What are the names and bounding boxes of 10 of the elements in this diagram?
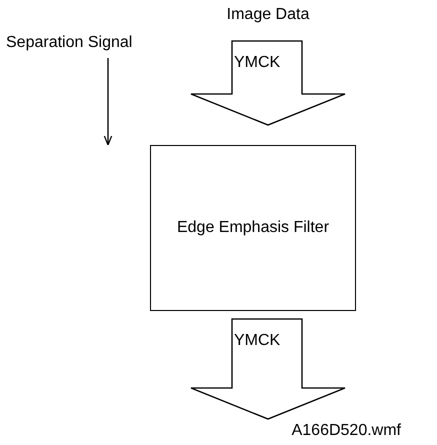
box-label: Edge Emphasis Filter xyxy=(176,219,330,237)
input-label: Image Data xyxy=(226,6,310,24)
block-arrow xyxy=(190,40,346,126)
block-arrow xyxy=(190,318,346,420)
arrow-label: YMCK xyxy=(234,54,280,72)
arrow xyxy=(104,58,112,146)
file-name: A166D520.wmf xyxy=(292,422,401,440)
process-box xyxy=(150,145,356,311)
arrow-label: YMCK xyxy=(234,332,280,350)
signal-label: Separation Signal xyxy=(6,34,132,52)
